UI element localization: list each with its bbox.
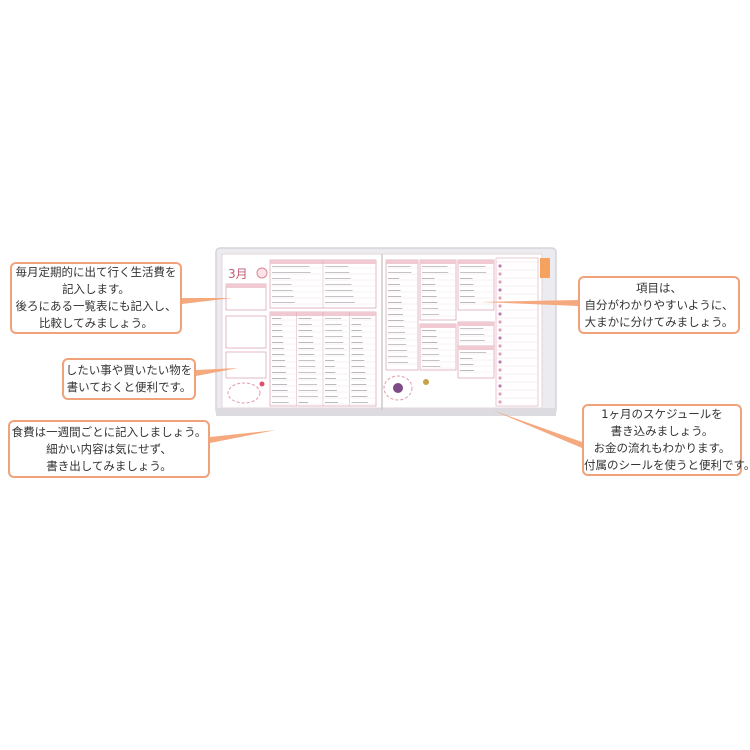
callout-categories: 項目は、 自分がわかりやすいように、 大まかに分けてみましょう。 [578,276,740,334]
schedule-column [495,257,539,407]
right-page-tables [385,259,495,379]
schedule-day-dot [498,336,502,340]
fixed-cost-header [226,284,266,288]
arrow-food-costs [210,430,276,443]
transport-table [457,345,495,379]
schedule-day-dot [498,304,502,308]
schedule-day-dot [498,272,502,276]
callout-schedule: 1ヶ月のスケジュールを 書き込みましょう。 お金の流れもわかります。 付属のシー… [582,404,750,476]
cover-shadow [216,408,556,416]
page-tab [540,258,550,278]
left-page-tables [269,259,377,407]
schedule-frame [495,257,539,407]
daily-goods-table-frame [385,259,419,371]
callout-food-costs: 食費は一週間ごとに記入しましょう。 細かい内容は気にせず、 書き出してみましょう… [8,420,210,478]
schedule-day-dot [498,376,502,380]
schedule-day-dot [498,368,502,372]
schedule-day-dot [498,352,502,356]
coin-sticker-icon [423,379,429,385]
daily-goods-table-header [386,260,418,264]
callout-fixed-costs: 毎月定期的に出て行く生活費を 記入します。 後ろにある一覧表にも記入し、 比較し… [10,262,182,334]
schedule-day-dot [498,280,502,284]
utilities-table-header [420,260,456,264]
transport-table-header [458,346,494,350]
medical-table-header [420,324,456,328]
schedule-day-dot [498,288,502,292]
memo-box [225,351,267,379]
misc-table-header [458,322,494,326]
wishlist-box [225,315,267,349]
utilities-table-frame [419,259,457,321]
schedule-day-dot [498,320,502,324]
social-table-header [458,260,494,264]
schedule-day-dot [498,400,502,404]
character-sticker-icon [393,383,403,393]
heart-sticker-icon [259,381,265,387]
schedule-day-dot [498,312,502,316]
arrow-wishlist [196,368,238,376]
social-table-frame [457,259,495,311]
month-label: 3月 [228,267,248,281]
schedule-day-dot [498,328,502,332]
transport-table-frame [457,345,495,379]
medical-table [419,323,457,371]
utilities-table [419,259,457,321]
schedule-day-dot [498,344,502,348]
schedule-day-dot [498,296,502,300]
food-expense-table [269,311,377,407]
fixed-expense-table [269,259,377,309]
medical-table-frame [419,323,457,371]
arrow-categories [480,300,578,306]
daily-goods-table [385,259,419,371]
schedule-day-dot [498,384,502,388]
month-badge-icon [256,267,268,279]
schedule-day-dot [498,360,502,364]
social-table [457,259,495,311]
schedule-day-dot [498,392,502,396]
callout-wishlist: したい事や買いたい物を 書いておくと便利です。 [62,358,196,400]
arrow-schedule [492,410,582,448]
arrow-fixed-costs [182,298,232,304]
flower-doodle [227,382,261,404]
schedule-day-dot [498,264,502,268]
